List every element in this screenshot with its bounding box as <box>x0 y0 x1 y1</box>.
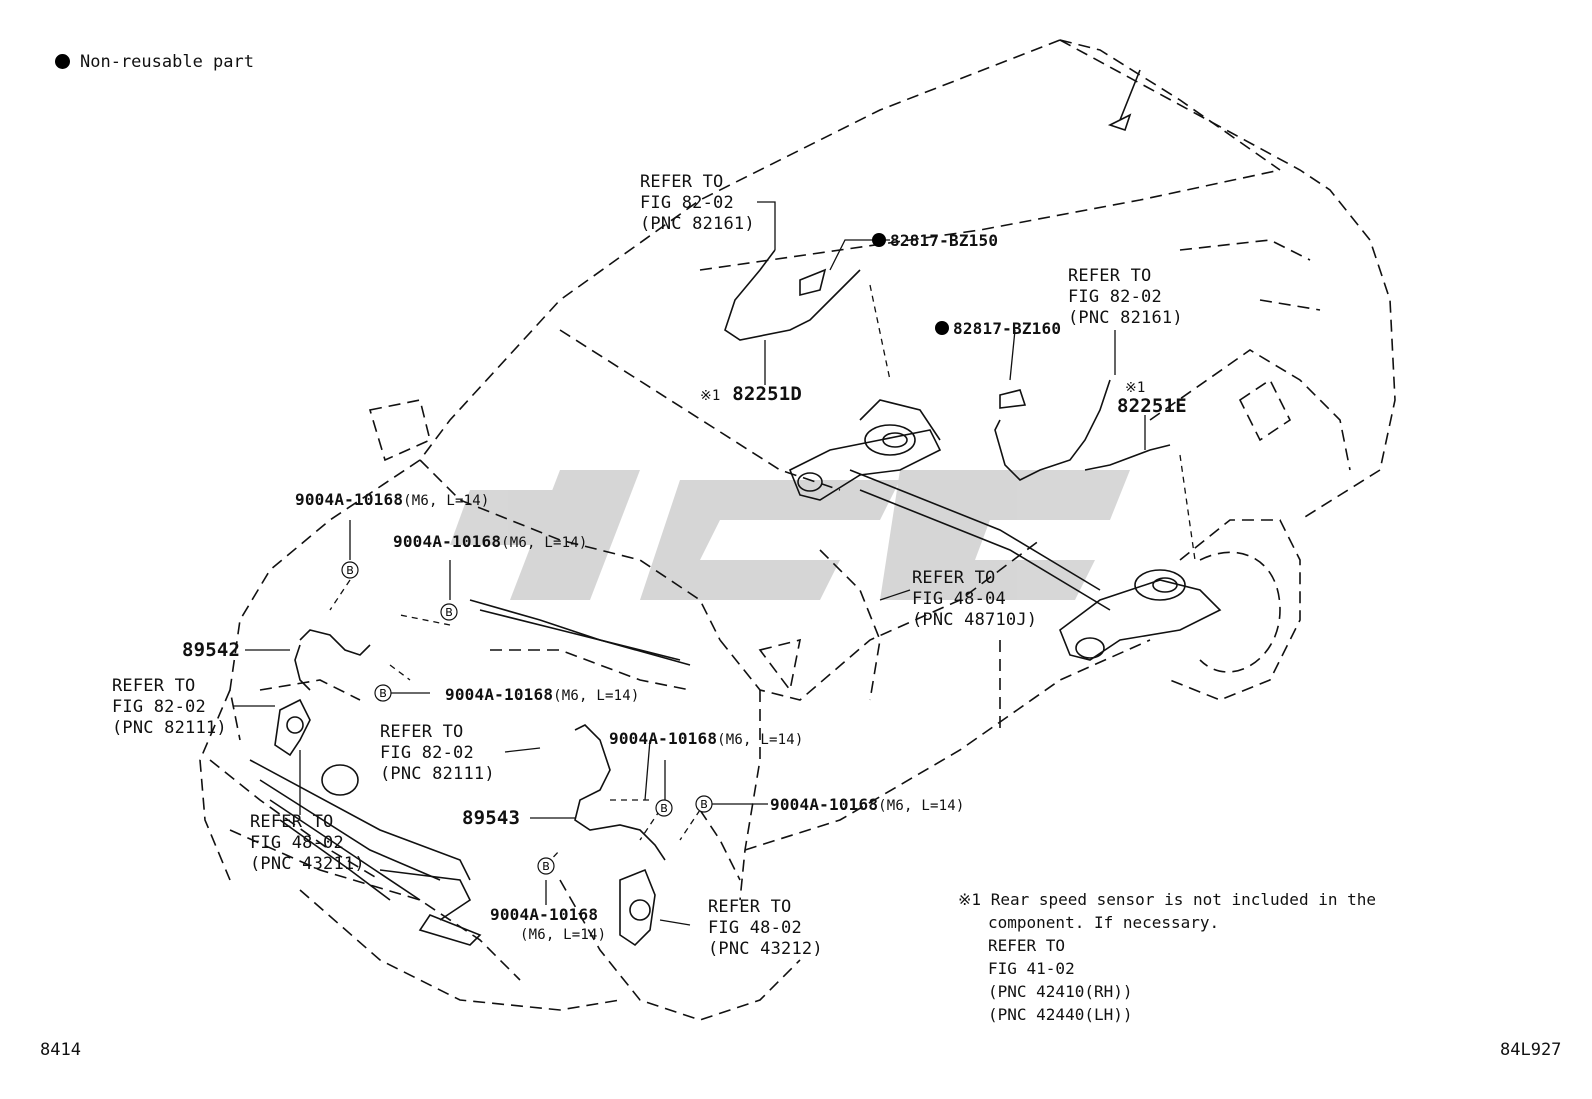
ref-block-right-knuckle[interactable]: REFER TO FIG 48-02 (PNC 43212) <box>708 897 823 959</box>
legend: Non-reusable part <box>55 52 254 72</box>
watermark-logo <box>450 470 1130 600</box>
rear-axle-beam <box>788 399 1222 661</box>
legend-text: Non-reusable part <box>80 52 254 72</box>
footnote-line2: component. If necessary. <box>988 913 1220 932</box>
non-reusable-icon <box>872 233 886 247</box>
ref-block-left-sensor[interactable]: REFER TO FIG 82-02 (PNC 82111) <box>112 676 227 738</box>
svg-text:B: B <box>445 606 453 619</box>
part-label-89542[interactable]: 89542 <box>182 639 241 661</box>
bolt-markers: B B B B B B <box>341 561 713 875</box>
bolt-label[interactable]: 9004A-10168(M6, L=14) <box>770 795 965 814</box>
front-sensor-wires <box>294 629 666 861</box>
bolt-marker: B <box>374 684 392 702</box>
bolt-label[interactable]: 9004A-10168(M6, L=14) <box>393 532 588 551</box>
bolt-label[interactable]: 9004A-10168(M6, L=14) <box>295 490 490 509</box>
front-grille <box>249 599 691 946</box>
part-label-82817-bz160[interactable]: 82817-BZ160 <box>935 318 1061 339</box>
bolt-marker: B <box>695 795 713 813</box>
bolt-marker: B <box>341 561 359 579</box>
ref-block-mid-sensor[interactable]: REFER TO FIG 82-02 (PNC 82111) <box>380 722 495 784</box>
ref-block-axle[interactable]: REFER TO FIG 48-04 (PNC 48710J) <box>912 568 1038 630</box>
part-label-82817-bz150[interactable]: 82817-BZ150 <box>872 230 998 251</box>
svg-text:B: B <box>700 798 708 811</box>
ref-block-left-knuckle[interactable]: REFER TO FIG 48-02 (PNC 43211) <box>250 812 365 874</box>
part-label-89543[interactable]: 89543 <box>462 807 521 829</box>
non-reusable-icon <box>935 321 949 335</box>
part-label-82251e[interactable]: 82251E <box>1117 395 1187 417</box>
bolt-marker: B <box>537 857 555 875</box>
rear-sensor-wires <box>724 249 1171 481</box>
antenna <box>1107 69 1141 132</box>
svg-text:B: B <box>542 860 550 873</box>
bolt-marker: B <box>655 799 673 817</box>
filled-circle-icon <box>55 54 70 69</box>
part-label-82251e-mark: ※1 <box>1125 380 1146 396</box>
car-body-outline <box>199 39 1396 1021</box>
bolt-label[interactable]: 9004A-10168(M6, L=14) <box>609 729 804 748</box>
bolt-label[interactable]: 9004A-10168 (M6, L=14) <box>490 905 607 943</box>
ref-block-top-right[interactable]: REFER TO FIG 82-02 (PNC 82161) <box>1068 266 1183 328</box>
footnote-line1: ※1 Rear speed sensor is not included in … <box>958 890 1376 909</box>
bolt-marker: B <box>440 603 458 621</box>
footnote-ref[interactable]: REFER TO <box>988 936 1066 955</box>
figure-code-left: 8414 <box>40 1040 81 1060</box>
bolt-label[interactable]: 9004A-10168(M6, L=14) <box>445 685 640 704</box>
svg-text:B: B <box>660 802 668 815</box>
svg-text:B: B <box>346 564 354 577</box>
front-knuckles <box>274 698 656 947</box>
svg-text:B: B <box>379 687 387 700</box>
ref-block-top-center[interactable]: REFER TO FIG 82-02 (PNC 82161) <box>640 172 755 234</box>
figure-code-right: 84L927 <box>1500 1040 1562 1060</box>
footnote: ※1 Rear speed sensor is not included in … <box>958 890 1376 1024</box>
part-label-82251d[interactable]: ※1 82251D <box>700 383 803 405</box>
